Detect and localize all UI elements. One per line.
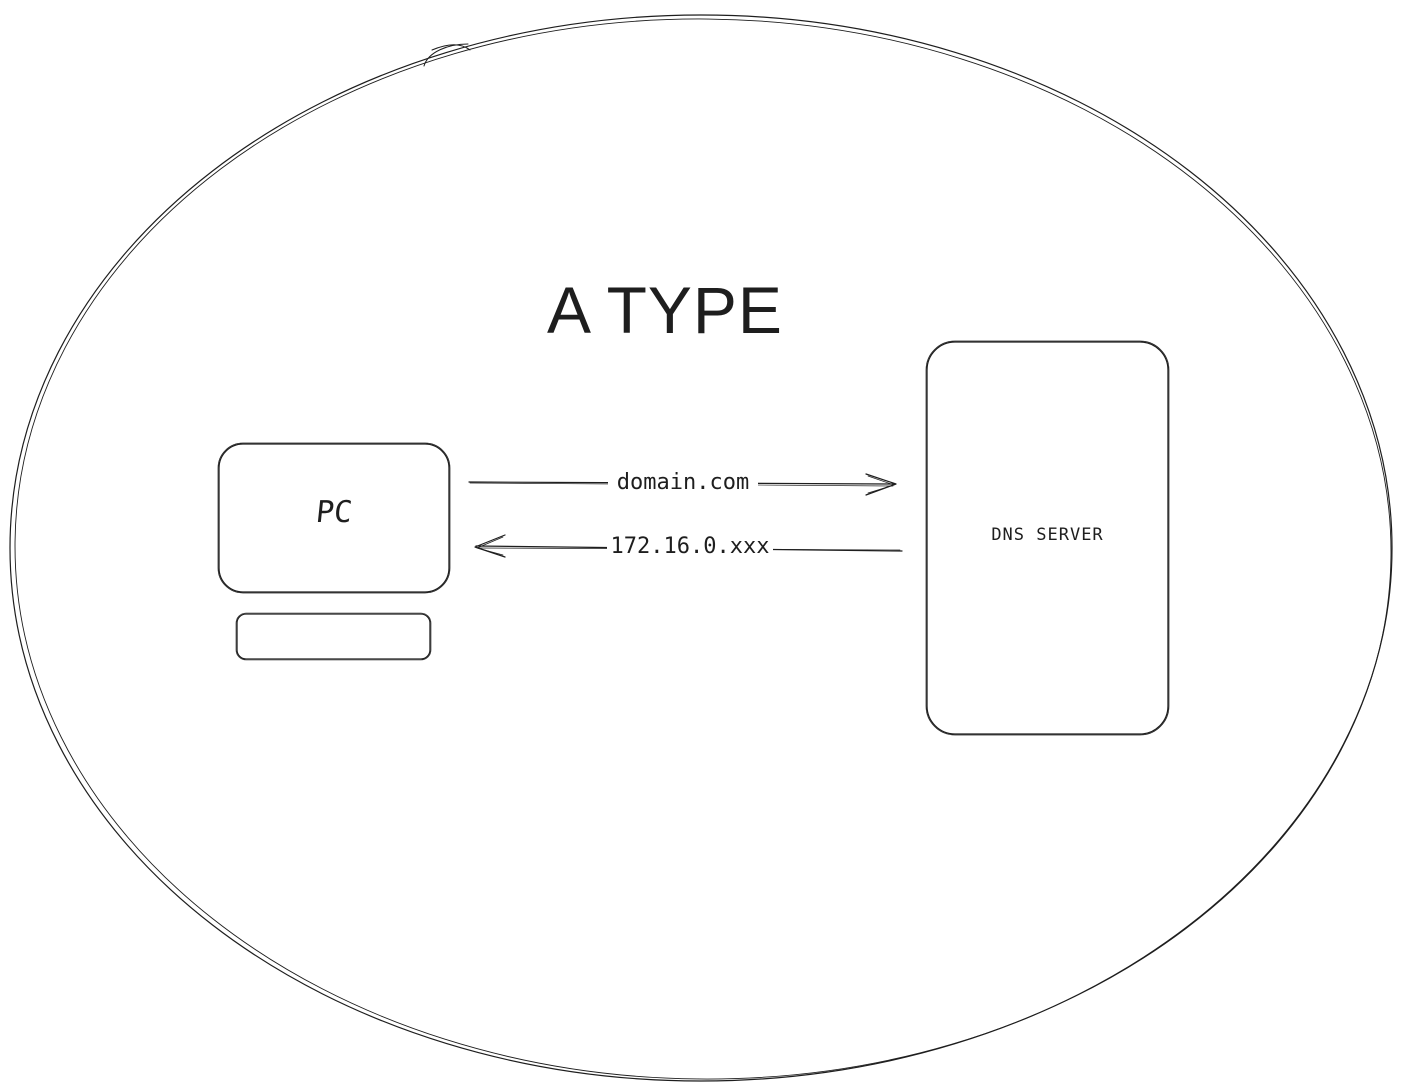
request-label: domain.com — [608, 470, 758, 495]
dns-server-box — [925, 340, 1170, 736]
dns-server-label: DNS SERVER — [991, 525, 1104, 545]
diagram-title: A TYPE — [547, 273, 783, 347]
boundary-ellipse — [9, 14, 1393, 1082]
response-label: 172.16.0.xxx — [607, 534, 773, 559]
pc-keyboard — [235, 612, 432, 661]
pc-monitor — [217, 442, 451, 594]
pc-label: PC — [314, 495, 354, 530]
